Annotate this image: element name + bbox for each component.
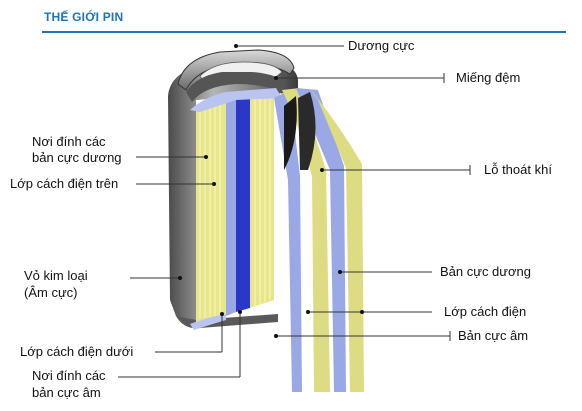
label-gasket: Miếng đệm (456, 70, 520, 86)
negative-plate-core (236, 92, 250, 312)
label-positive-plate: Bản cực dương (440, 264, 531, 280)
separator-band (226, 94, 236, 316)
label-negative-tab-line1: Nơi đính các (32, 368, 106, 384)
label-negative-tab-line2: bản cực âm (32, 385, 101, 401)
label-positive-cap: Dương cực (348, 38, 414, 54)
label-negative-plate: Bản cực âm (458, 328, 528, 344)
label-positive-tab-line1: Nơi đính các (32, 134, 106, 150)
label-separator: Lớp cách điện (444, 304, 526, 320)
label-bottom-insulator: Lớp cách điện dưới (20, 344, 133, 360)
label-metal-can-line2: (Âm cực) (24, 285, 77, 301)
label-top-insulator: Lớp cách điện trên (10, 176, 118, 192)
label-positive-tab-line2: bản cực dương (32, 150, 122, 166)
label-vent: Lỗ thoát khí (484, 162, 552, 178)
label-metal-can-line1: Vỏ kim loại (24, 268, 88, 284)
